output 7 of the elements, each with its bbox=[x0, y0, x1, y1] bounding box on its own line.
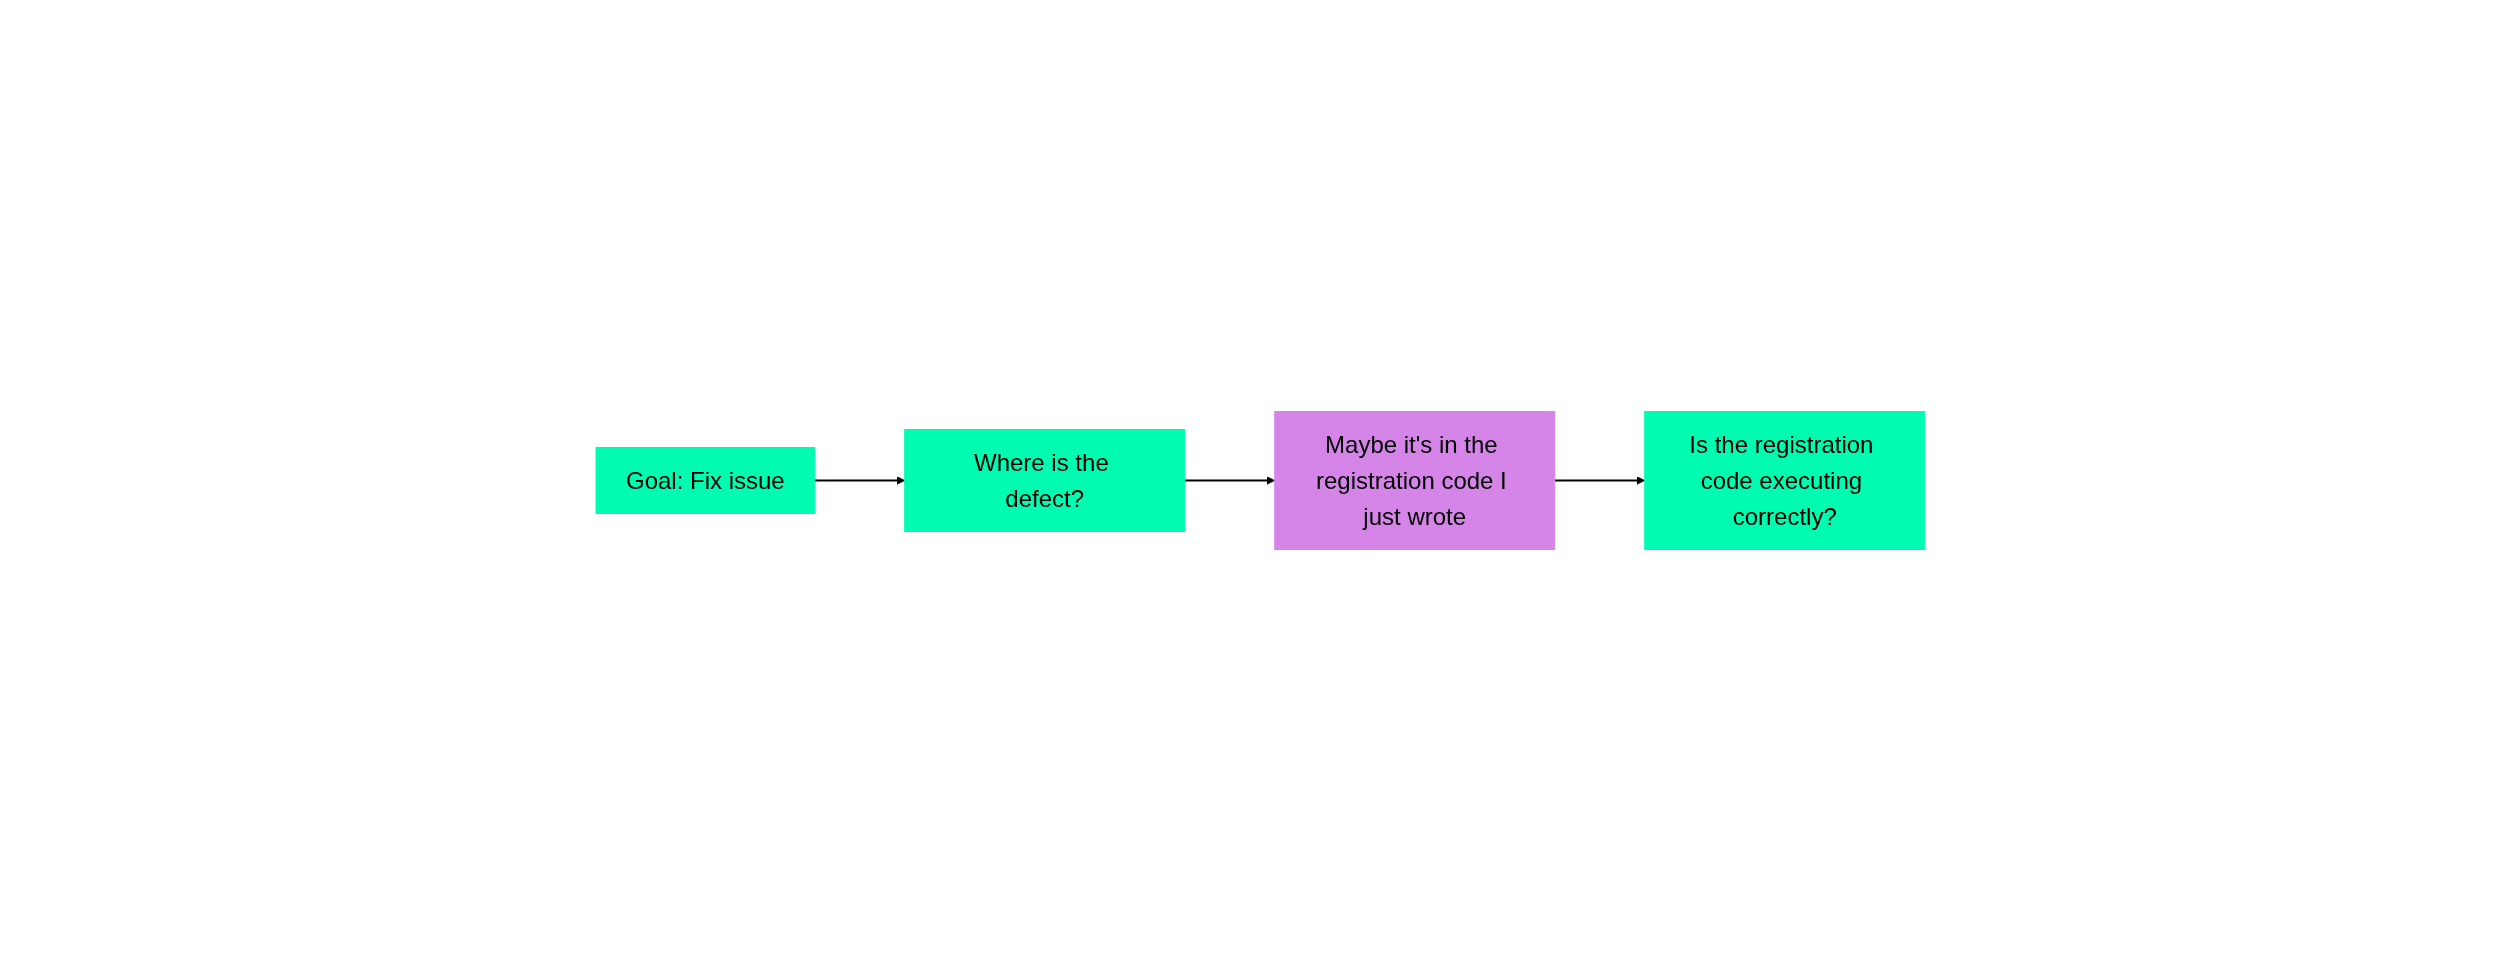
arrow bbox=[813, 476, 905, 485]
node-box: Goal: Fix issue bbox=[595, 447, 815, 514]
node-box: Maybe it's in the registration code I just wrote bbox=[1273, 411, 1555, 550]
arrow bbox=[1183, 476, 1275, 485]
node-box: Is the registration code executing correctly? bbox=[1643, 411, 1925, 550]
arrow bbox=[1553, 476, 1645, 485]
node-box: Where is the defect? bbox=[903, 429, 1185, 532]
